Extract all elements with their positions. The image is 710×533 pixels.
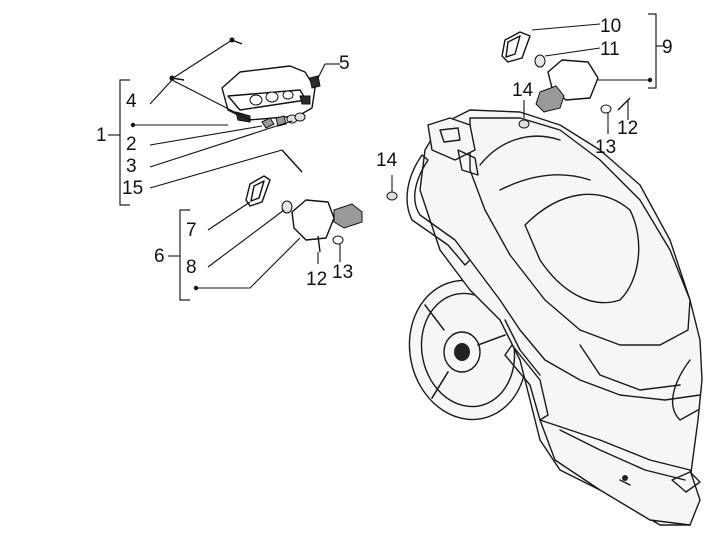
callout-12-right: 12 xyxy=(617,118,638,139)
wire-15 xyxy=(281,149,303,173)
tail-light-screws xyxy=(169,37,243,81)
scooter-rear-body xyxy=(406,109,703,526)
callout-2: 2 xyxy=(126,134,137,155)
callout-11: 11 xyxy=(600,39,620,60)
callout-4: 4 xyxy=(126,91,137,112)
callout-10: 10 xyxy=(600,16,621,37)
callout-9: 9 xyxy=(662,37,673,58)
callout-3: 3 xyxy=(126,156,137,177)
tail-light-assembly xyxy=(221,65,316,123)
right-turn-signal xyxy=(386,31,631,201)
leader-lines xyxy=(108,13,664,301)
callout-8: 8 xyxy=(186,257,197,278)
callout-13-right: 13 xyxy=(595,137,616,158)
callout-5: 5 xyxy=(339,53,350,74)
clip-5 xyxy=(309,75,321,89)
callout-labels: 1 4 2 3 15 5 6 7 8 12 13 14 10 11 9 14 1… xyxy=(96,16,673,290)
callout-15: 15 xyxy=(122,178,143,199)
callout-13-left: 13 xyxy=(332,262,353,283)
callout-12-left: 12 xyxy=(306,269,327,290)
callout-7: 7 xyxy=(186,220,197,241)
callout-14-mid: 14 xyxy=(376,150,398,171)
callout-6: 6 xyxy=(154,246,165,267)
left-turn-signal xyxy=(245,175,363,253)
callout-1: 1 xyxy=(96,125,107,146)
callout-14-right: 14 xyxy=(512,80,534,101)
